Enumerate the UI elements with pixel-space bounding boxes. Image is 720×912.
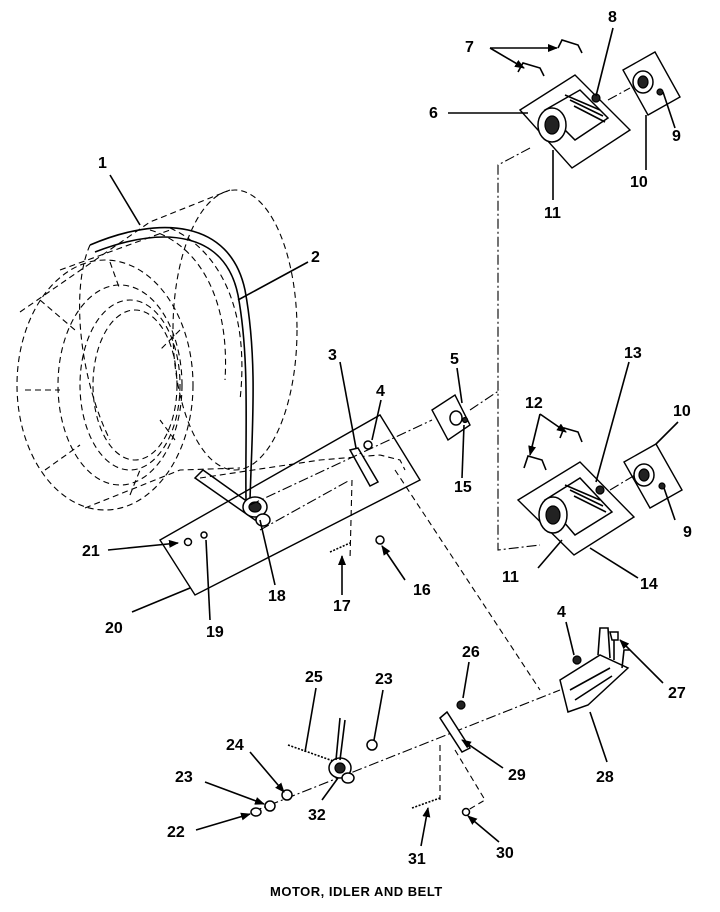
callout-6: 6 [429, 105, 438, 122]
motor-connector-line [497, 147, 541, 551]
callout-31: 31 [408, 851, 426, 868]
callout-29: 29 [508, 767, 526, 784]
callout-11-b: 11 [502, 569, 519, 586]
callout-21: 21 [82, 543, 100, 560]
top-motor-pulley [607, 51, 681, 116]
callout-4-b: 4 [557, 604, 566, 621]
callout-10: 10 [630, 174, 648, 191]
callout-23-b: 23 [375, 671, 393, 688]
callout-9: 9 [672, 128, 681, 145]
callout-20: 20 [105, 620, 123, 637]
drum [16, 189, 298, 511]
callout-3: 3 [328, 347, 337, 364]
idler-bracket [329, 440, 385, 561]
callout-4: 4 [376, 383, 385, 400]
callout-17: 17 [333, 598, 351, 615]
callout-23: 23 [175, 769, 193, 786]
callout-27: 27 [668, 685, 686, 702]
callout-15: 15 [454, 479, 472, 496]
bottom-motor-pulley [623, 443, 683, 509]
callout-10-b: 10 [673, 403, 691, 420]
callout-5: 5 [450, 351, 459, 368]
callout-22: 22 [167, 824, 185, 841]
callout-16: 16 [413, 582, 431, 599]
callout-24: 24 [226, 737, 244, 754]
callout-26: 26 [462, 644, 480, 661]
leader-lines [107, 27, 679, 847]
callout-9-b: 9 [683, 524, 692, 541]
base-plate [159, 414, 421, 596]
callout-11: 11 [544, 205, 561, 222]
callout-8: 8 [608, 9, 617, 26]
callout-7: 7 [465, 39, 474, 56]
callout-28: 28 [596, 769, 614, 786]
callout-12: 12 [525, 395, 543, 412]
callout-13: 13 [624, 345, 642, 362]
idler-pulley [193, 469, 271, 527]
callout-19: 19 [206, 624, 224, 641]
idler-lower-assembly [250, 689, 561, 817]
callout-14: 14 [640, 576, 658, 593]
motor-bracket [559, 627, 630, 713]
diagram-caption: MOTOR, IDLER AND BELT [270, 884, 443, 899]
bracket-guide-line [394, 469, 541, 691]
pulley-plate [249, 389, 501, 506]
callout-30: 30 [496, 845, 514, 862]
callout-32: 32 [308, 807, 326, 824]
callout-1: 1 [98, 155, 107, 172]
callout-labels: 1 2 3 4 5 6 7 8 9 10 11 12 13 14 15 16 1… [82, 9, 692, 868]
callout-18: 18 [268, 588, 286, 605]
callout-25: 25 [305, 669, 323, 686]
drive-belt [79, 226, 254, 501]
callout-2: 2 [311, 249, 320, 266]
top-motor [517, 39, 632, 169]
bottom-motor [516, 427, 641, 556]
